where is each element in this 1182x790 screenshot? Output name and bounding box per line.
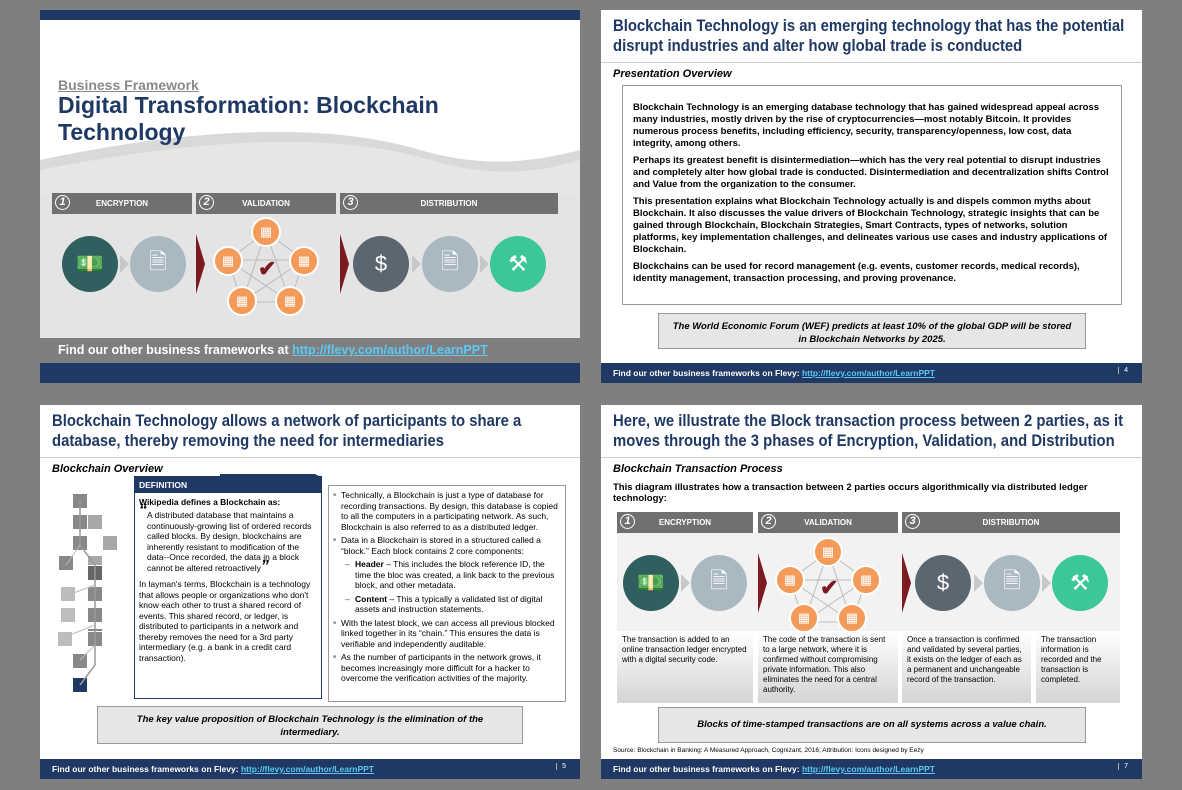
coin-icon: $ (915, 555, 971, 611)
footer: Find our other business frameworks on Fl… (40, 759, 580, 779)
footer: Find our other business frameworks on Fl… (601, 759, 1142, 779)
slide-title: Here, we illustrate the Block transactio… (613, 412, 1124, 450)
money-icon: 💵 (62, 236, 118, 292)
check-icon: ✔ (258, 256, 277, 281)
arrow-icon (974, 574, 983, 592)
node-icon: ▦ (213, 246, 243, 276)
definition-intro: Wikipedia defines a Blockchain as: (139, 497, 281, 507)
divider (40, 457, 580, 458)
phase-description: The code of the transaction is sent to a… (758, 631, 898, 703)
slide-blockchain-overview[interactable]: Blockchain Technology allows a network o… (40, 405, 580, 779)
sub-bullet: Header – This includes the block referen… (333, 559, 561, 591)
certificate-icon: 🗎 (422, 236, 478, 292)
quote-box: Blocks of time-stamped transactions are … (658, 707, 1086, 743)
check-icon: ✔ (820, 575, 839, 600)
layman-text: In layman's terms, Blockchain is a techn… (139, 579, 311, 663)
section-heading: Blockchain Transaction Process (613, 463, 783, 475)
bullet: Data in a Blockchain is stored in a stru… (333, 535, 561, 556)
arrow-decoration (220, 474, 323, 480)
arrow-icon (412, 255, 421, 273)
paragraph: This presentation explains what Blockcha… (633, 196, 1108, 255)
phase-description: The transaction information is recorded … (1036, 631, 1120, 703)
section-heading: Presentation Overview (613, 68, 732, 80)
bottom-bar (40, 363, 580, 383)
node-icon: ▦ (289, 246, 319, 276)
node-icon: ▦ (851, 565, 881, 595)
definition-box: DEFINITION Wikipedia defines a Blockchai… (134, 476, 322, 699)
node-icon: ▦ (789, 603, 819, 633)
footer-link[interactable]: http://flevy.com/author/LearnPPT (801, 764, 935, 774)
quote-box: The key value proposition of Blockchain … (97, 706, 523, 744)
kicker: Business Framework (58, 77, 199, 93)
node-icon: ▦ (813, 537, 843, 567)
slide-transaction-process[interactable]: Here, we illustrate the Block transactio… (601, 405, 1142, 779)
document-icon: 🗎 (691, 555, 747, 611)
page-number: 5 (556, 763, 566, 770)
slide-overview[interactable]: Blockchain Technology is an emerging tec… (601, 10, 1142, 383)
sub-bullet: Content – This a typically a validated l… (333, 594, 561, 615)
footer-link[interactable]: http://flevy.com/author/LearnPPT (292, 343, 488, 357)
page-number: 4 (1118, 367, 1128, 374)
slide-title: Blockchain Technology allows a network o… (52, 412, 522, 450)
slide-title[interactable]: Business Framework Digital Transformatio… (40, 10, 580, 383)
definition-quote: “A distributed database that maintains a… (139, 502, 312, 575)
certificate-icon: 🗎 (984, 555, 1040, 611)
node-icon: ▦ (251, 217, 281, 247)
footer-link[interactable]: http://flevy.com/author/LearnPPT (240, 764, 374, 774)
top-bar (40, 10, 580, 20)
gavel-icon: ⚒ (490, 236, 546, 292)
footer-banner: Find our other business frameworks at ht… (40, 338, 580, 363)
node-icon: ▦ (227, 286, 257, 316)
coin-icon: $ (353, 236, 409, 292)
chevron-icon (758, 553, 767, 613)
chevron-icon (340, 234, 349, 294)
chevron-icon (196, 234, 205, 294)
divider (601, 62, 1142, 63)
gavel-icon: ⚒ (1052, 555, 1108, 611)
page-number: 7 (1118, 763, 1128, 770)
slide-title: Blockchain Technology is an emerging tec… (613, 17, 1125, 55)
node-icon: ▦ (775, 565, 805, 595)
money-icon: 💵 (623, 555, 679, 611)
bullet: Technically, a Blockchain is just a type… (333, 490, 561, 532)
bullet: As the number of participants in the net… (333, 652, 561, 684)
bullet: With the latest block, we can access all… (333, 618, 561, 650)
paragraph: Perhaps its greatest benefit is disinter… (633, 155, 1109, 190)
wave-decoration (40, 131, 580, 200)
section-heading: Blockchain Overview (52, 463, 163, 475)
phase-description: Once a transaction is confirmed and vali… (902, 631, 1031, 703)
phase-description: The transaction is added to an online tr… (617, 631, 753, 703)
arrow-icon (120, 255, 129, 273)
intro-text: This diagram illustrates how a transacti… (613, 482, 1088, 504)
divider (601, 457, 1142, 458)
paragraph: Blockchain Technology is an emerging dat… (633, 102, 1099, 149)
arrow-icon (1042, 574, 1051, 592)
overview-box: Blockchain Technology is an emerging dat… (622, 85, 1122, 305)
arrow-icon (480, 255, 489, 273)
node-icon: ▦ (275, 286, 305, 316)
source-note: Source: Blockchain in Banking: A Measure… (613, 747, 924, 754)
footer-link[interactable]: http://flevy.com/author/LearnPPT (801, 368, 935, 378)
document-icon: 🗎 (130, 236, 186, 292)
details-box: Technically, a Blockchain is just a type… (328, 485, 566, 702)
quote-box: The World Economic Forum (WEF) predicts … (658, 313, 1086, 349)
arrow-icon (681, 574, 690, 592)
page-title: Digital Transformation: Blockchain Techn… (58, 92, 439, 145)
chevron-icon (902, 553, 911, 613)
paragraph: Blockchains can be used for record manag… (633, 261, 1080, 284)
node-icon: ▦ (837, 603, 867, 633)
definition-header: DEFINITION (135, 477, 321, 493)
footer: Find our other business frameworks on Fl… (601, 363, 1142, 383)
